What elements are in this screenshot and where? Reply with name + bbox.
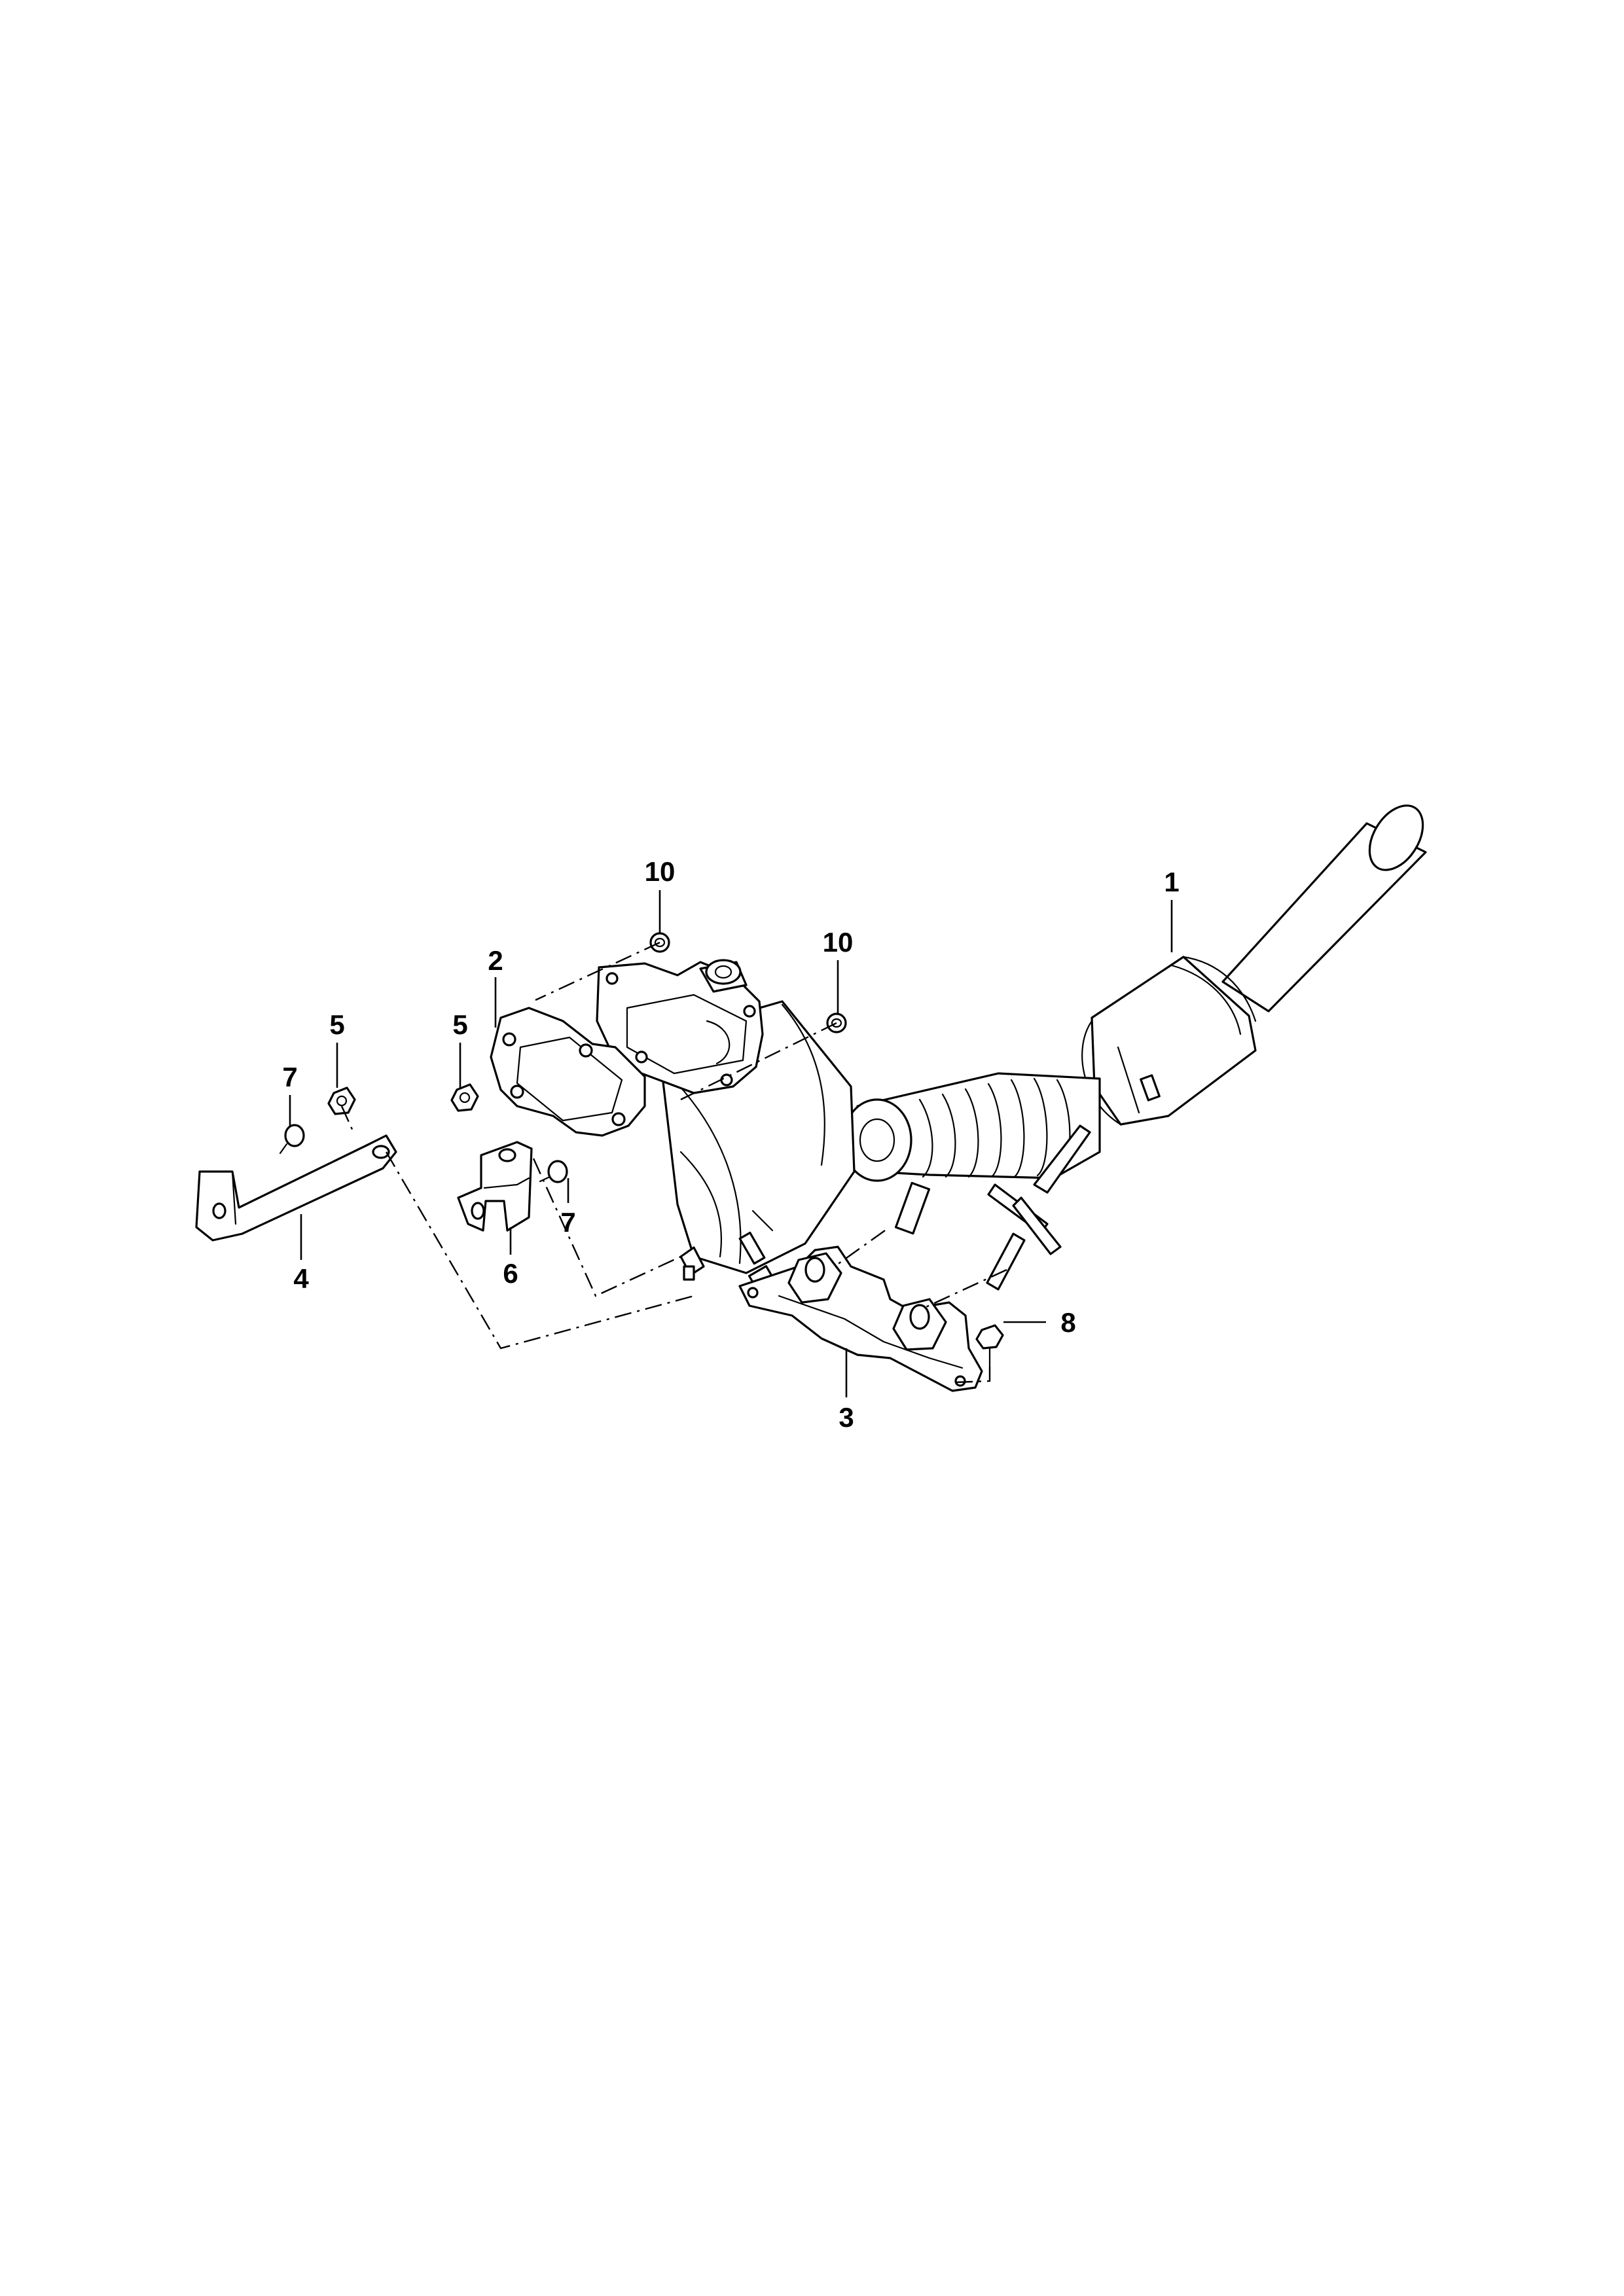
callout-labels: 1 2 3 4 5 5 6 7 7 8 10 10 [282,856,1179,1433]
nut-5-left [327,1086,356,1115]
callout-10-right: 10 [823,927,854,958]
nut-5-middle [450,1083,479,1112]
callout-5-middle: 5 [452,1009,467,1040]
heat-shield-bracket [738,1246,983,1392]
manifold-gasket [490,1007,646,1137]
callout-3: 3 [839,1402,854,1433]
callout-4: 4 [293,1263,309,1294]
callout-7-left: 7 [282,1062,297,1092]
bolt-7-left [279,1124,305,1155]
exhaust-pipe-catalytic-converter [596,804,1427,1295]
callout-2: 2 [488,945,503,976]
callout-10-top: 10 [645,856,676,887]
leader-lines [289,890,1173,1397]
assembly-lines [340,941,1007,1384]
callout-8: 8 [1060,1307,1075,1338]
bolt-8 [975,1324,1004,1368]
support-bracket-left [195,1134,397,1242]
bolt-7-middle [539,1160,568,1183]
callout-1: 1 [1164,867,1179,897]
callout-7-middle: 7 [560,1207,575,1238]
callout-6: 6 [503,1258,518,1289]
support-bracket-small [457,1141,533,1232]
callout-5-left: 5 [329,1009,344,1040]
